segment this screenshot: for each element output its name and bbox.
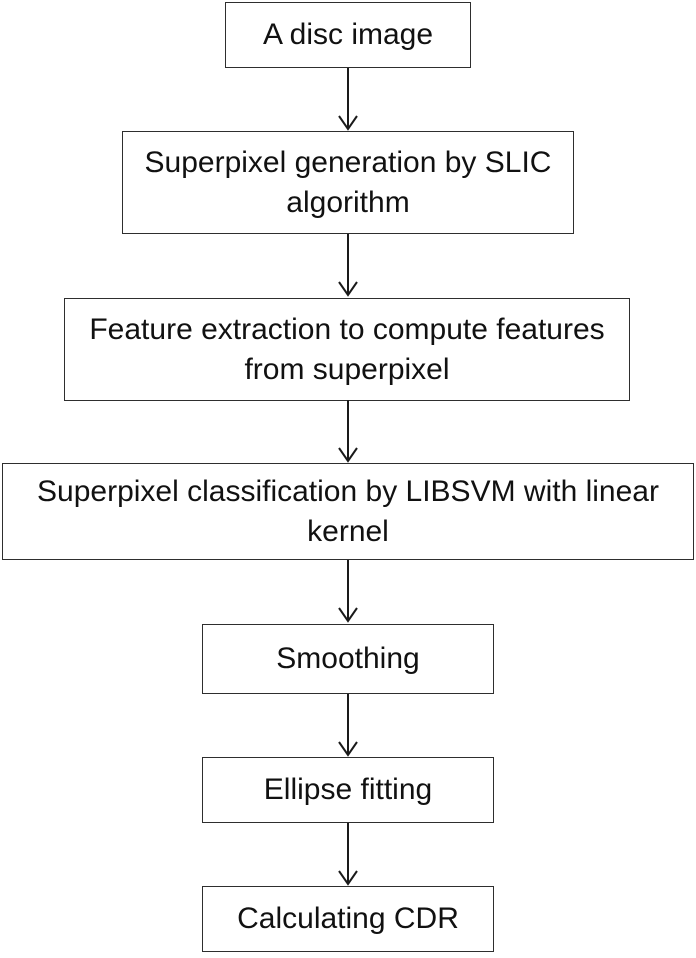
step-calculating-cdr: Calculating CDR [202,886,494,952]
step-feature-extraction: Feature extraction to compute features f… [64,298,630,401]
step-label: A disc image [262,18,434,52]
step-label: Superpixel generation by SLIC algorithm [144,145,552,219]
step-label: Superpixel classification by LIBSVM with… [37,474,659,548]
step-label: Ellipse fitting [263,773,433,807]
arrow-down-icon [336,400,360,463]
step-label: Calculating CDR [237,902,459,936]
arrow-down-icon [336,68,360,131]
step-label: Feature extraction to compute features f… [89,312,605,386]
step-a-disc-image: A disc image [225,2,471,68]
step-label: Smoothing [276,642,420,676]
arrow-down-icon [336,823,360,886]
step-smoothing: Smoothing [202,624,494,694]
arrow-down-icon [336,560,360,623]
step-ellipse-fitting: Ellipse fitting [202,757,494,823]
step-superpixel-classification: Superpixel classification by LIBSVM with… [2,463,694,560]
step-superpixel-generation: Superpixel generation by SLIC algorithm [122,131,574,234]
arrow-down-icon [336,234,360,297]
arrow-down-icon [336,694,360,757]
